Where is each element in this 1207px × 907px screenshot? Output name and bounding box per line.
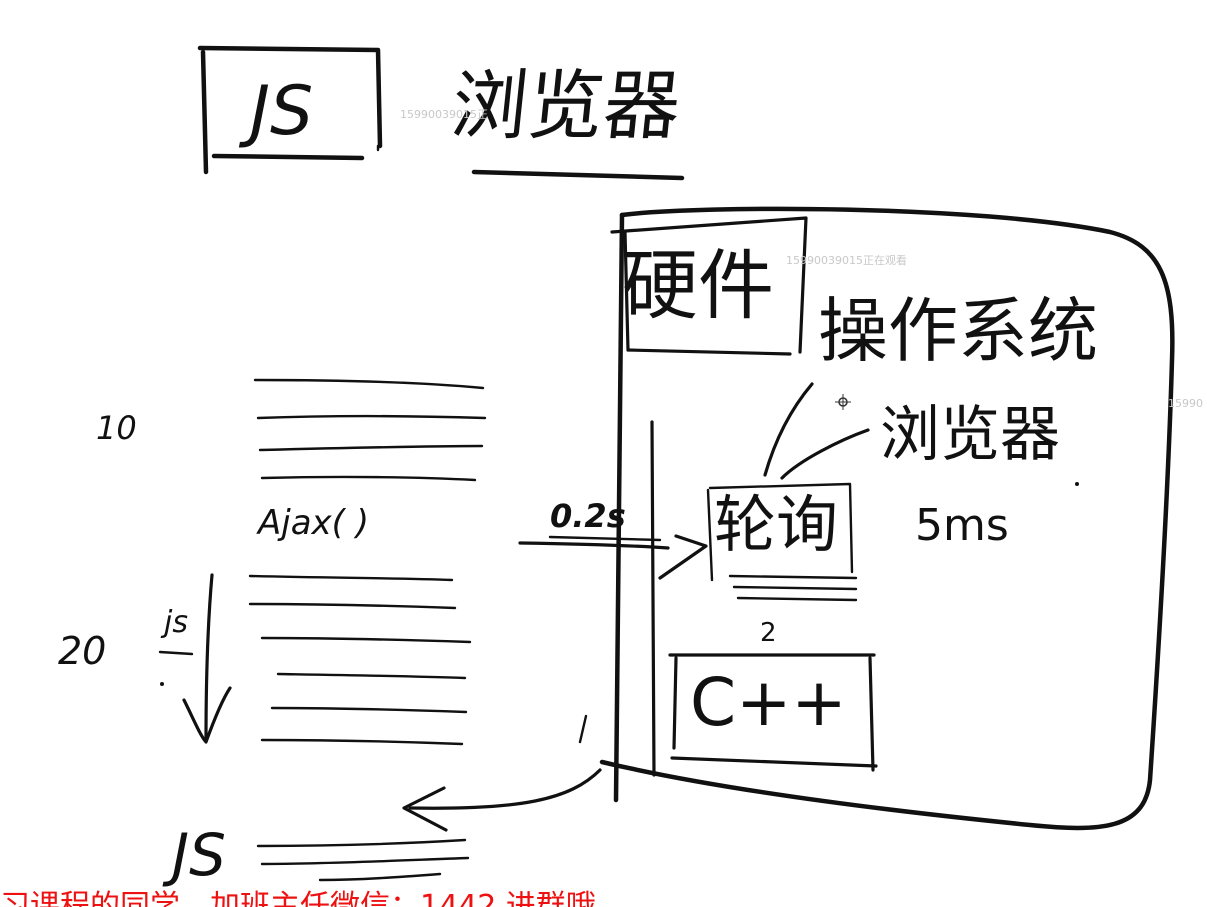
dot-mark	[1075, 482, 1079, 486]
browser-connector	[780, 428, 870, 480]
ajax-label: Ajax( )	[258, 503, 369, 543]
machine-box	[599, 206, 1175, 831]
watermark: 15990039015正	[400, 108, 488, 121]
cpp-box	[668, 653, 878, 772]
cpp-marker: 2	[760, 618, 777, 648]
js-small-label: js	[164, 605, 188, 640]
code-lines	[248, 378, 487, 746]
latency-label: 5ms	[915, 500, 1009, 551]
promo-banner-text: 习课程的同学，加班主任微信：1442 进群哦	[0, 889, 596, 907]
ajax-request-arrow	[518, 534, 708, 580]
machine-box-left-edge	[613, 212, 625, 803]
cursor-marker	[835, 394, 851, 410]
polling-box	[706, 482, 858, 602]
return-arrow	[402, 714, 602, 832]
js-return-lines	[256, 838, 470, 882]
browser-title-underline	[471, 169, 685, 181]
polling-label: 轮询	[714, 488, 839, 561]
browser-label: 浏览器	[880, 400, 1060, 470]
watermark: 15990039015正在观看	[786, 254, 907, 267]
line-number-top: 10	[96, 409, 137, 447]
os-connector	[763, 382, 814, 477]
js-title-box	[197, 45, 383, 175]
watermark: 15990	[1168, 397, 1203, 410]
execution-arrow	[158, 573, 232, 744]
inner-left-line	[650, 420, 656, 777]
os-label: 操作系统	[818, 290, 1098, 372]
cpp-label: C++	[690, 664, 847, 741]
hardware-label: 硬件	[622, 241, 774, 330]
line-number-bottom: 20	[58, 629, 107, 673]
return-js-label: JS	[172, 821, 226, 889]
hardware-box	[610, 216, 808, 356]
promo-banner: 习课程的同学，加班主任微信：1442 进群哦	[0, 880, 1207, 907]
dot-mark	[160, 682, 164, 686]
js-title-label: JS	[250, 72, 314, 151]
interval-label: 0.2s	[550, 497, 626, 535]
